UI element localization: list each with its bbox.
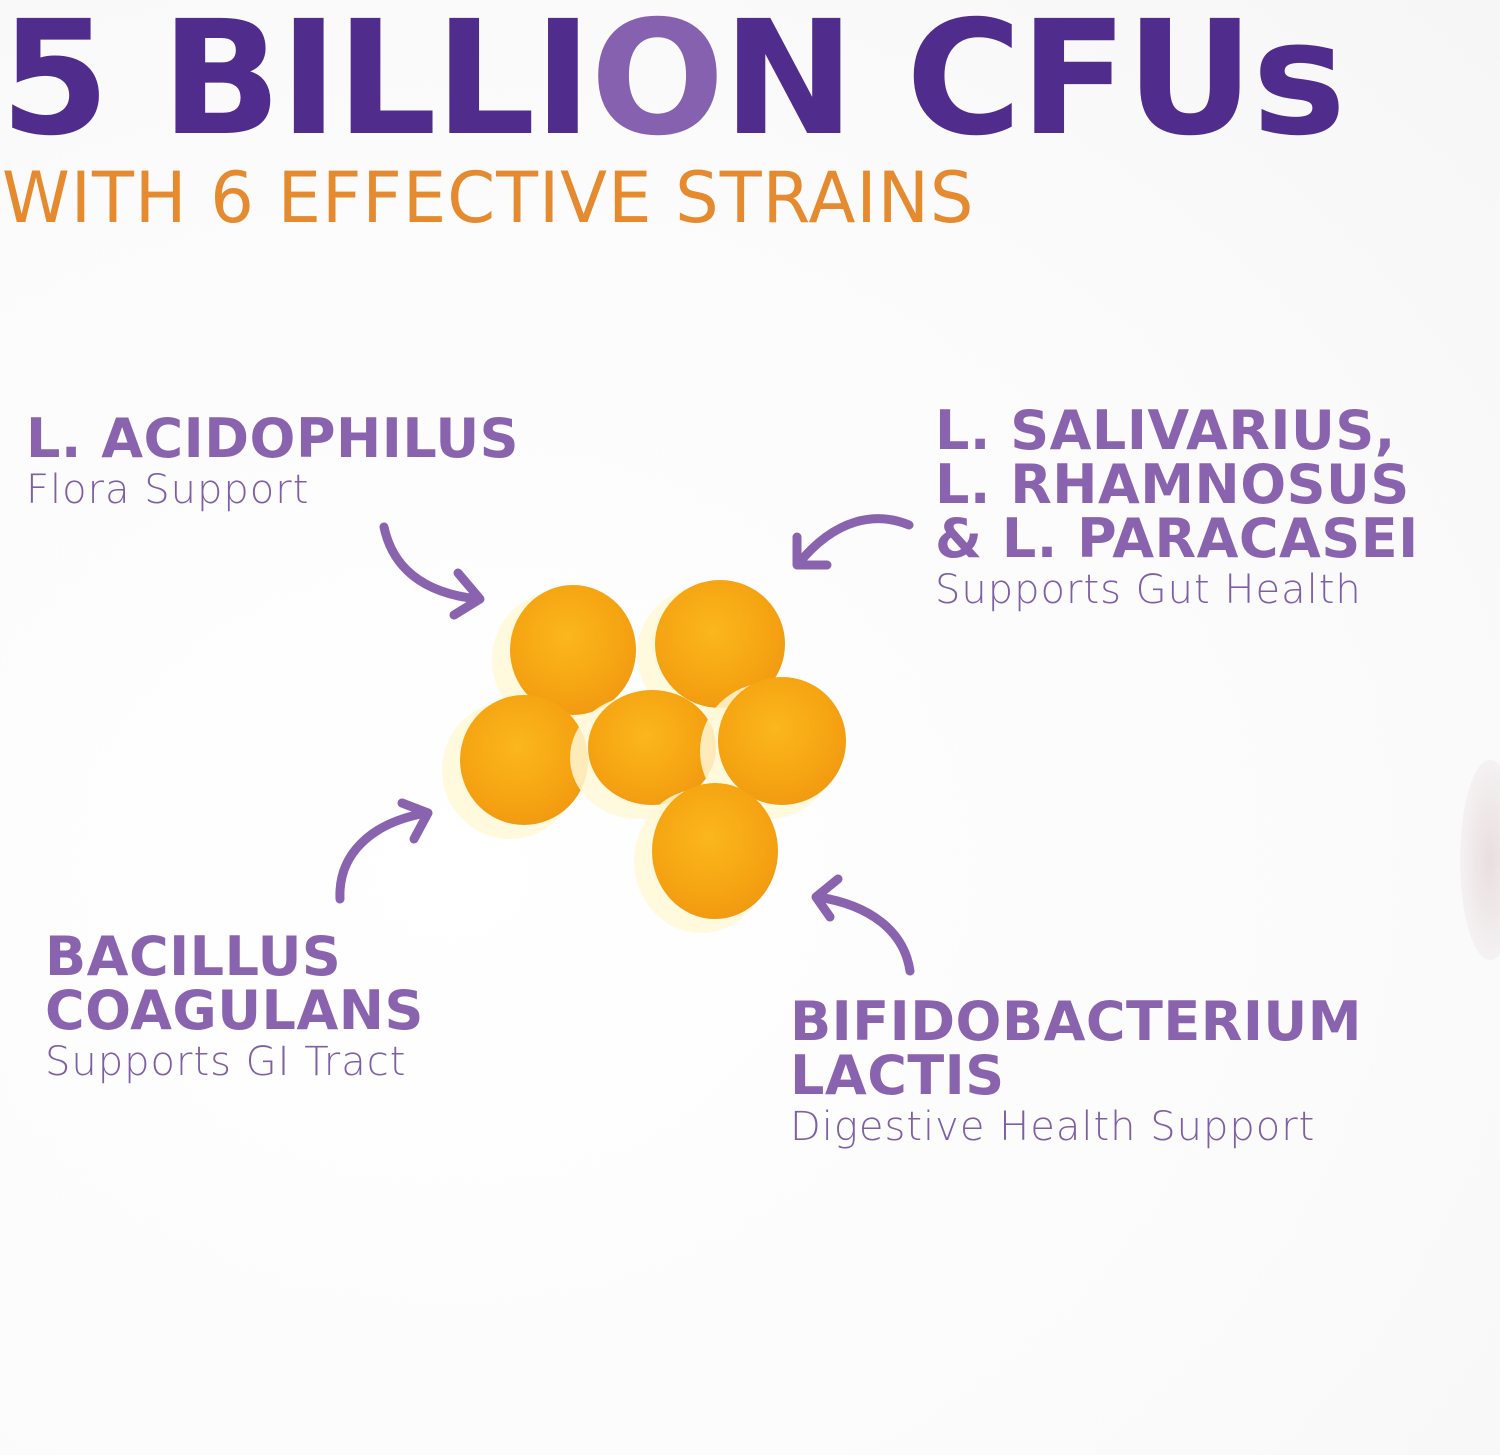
curved-arrow-up-right-icon xyxy=(335,798,433,904)
gummy xyxy=(652,783,778,919)
subheadline: WITH 6 EFFECTIVE STRAINS xyxy=(2,157,975,239)
headline: 5 BILLION CFUs xyxy=(0,0,1346,158)
strain-benefit: Digestive Health Support xyxy=(790,1104,1316,1150)
strain-name-line-1: BIFIDOBACTERIUM xyxy=(790,990,1363,1053)
strain-l-salivarius-rhamnosus-paracasei: L. SALIVARIUS, L. RHAMNOSUS & L. PARACAS… xyxy=(935,404,1419,614)
gummy xyxy=(460,695,588,825)
strain-bacillus-coagulans: BACILLUS COAGULANS Supports GI Tract xyxy=(45,930,424,1086)
strain-name-line-1: L. SALIVARIUS, xyxy=(935,399,1396,462)
curved-arrow-up-left-icon xyxy=(811,874,915,976)
orange-gummies-image xyxy=(440,565,870,945)
strain-name-line-2: COAGULANS xyxy=(45,979,424,1042)
strain-benefit: Supports Gut Health xyxy=(935,567,1362,613)
strain-l-acidophilus: L. ACIDOPHILUS Flora Support xyxy=(26,412,519,514)
gummy xyxy=(510,585,636,715)
strain-name-line-2: L. RHAMNOSUS xyxy=(935,453,1410,516)
curved-arrow-down-right-icon xyxy=(379,522,485,620)
curved-arrow-down-left-icon xyxy=(792,514,914,570)
strain-benefit: Flora Support xyxy=(26,467,310,513)
strain-name-line-2: LACTIS xyxy=(790,1044,1005,1107)
headline-prefix: 5 BILLI xyxy=(0,0,592,171)
strain-name-line-1: BACILLUS xyxy=(45,925,342,988)
strain-name-line-3: & L. PARACASEI xyxy=(935,507,1419,570)
strain-name: L. ACIDOPHILUS xyxy=(26,407,520,470)
headline-suffix: N CFUs xyxy=(722,0,1346,171)
headline-o-letter: O xyxy=(590,0,724,171)
gummy xyxy=(718,677,846,805)
strain-bifidobacterium-lactis: BIFIDOBACTERIUM LACTIS Digestive Health … xyxy=(790,995,1362,1151)
strain-benefit: Supports GI Tract xyxy=(45,1039,407,1085)
background-shadow xyxy=(1460,760,1500,960)
